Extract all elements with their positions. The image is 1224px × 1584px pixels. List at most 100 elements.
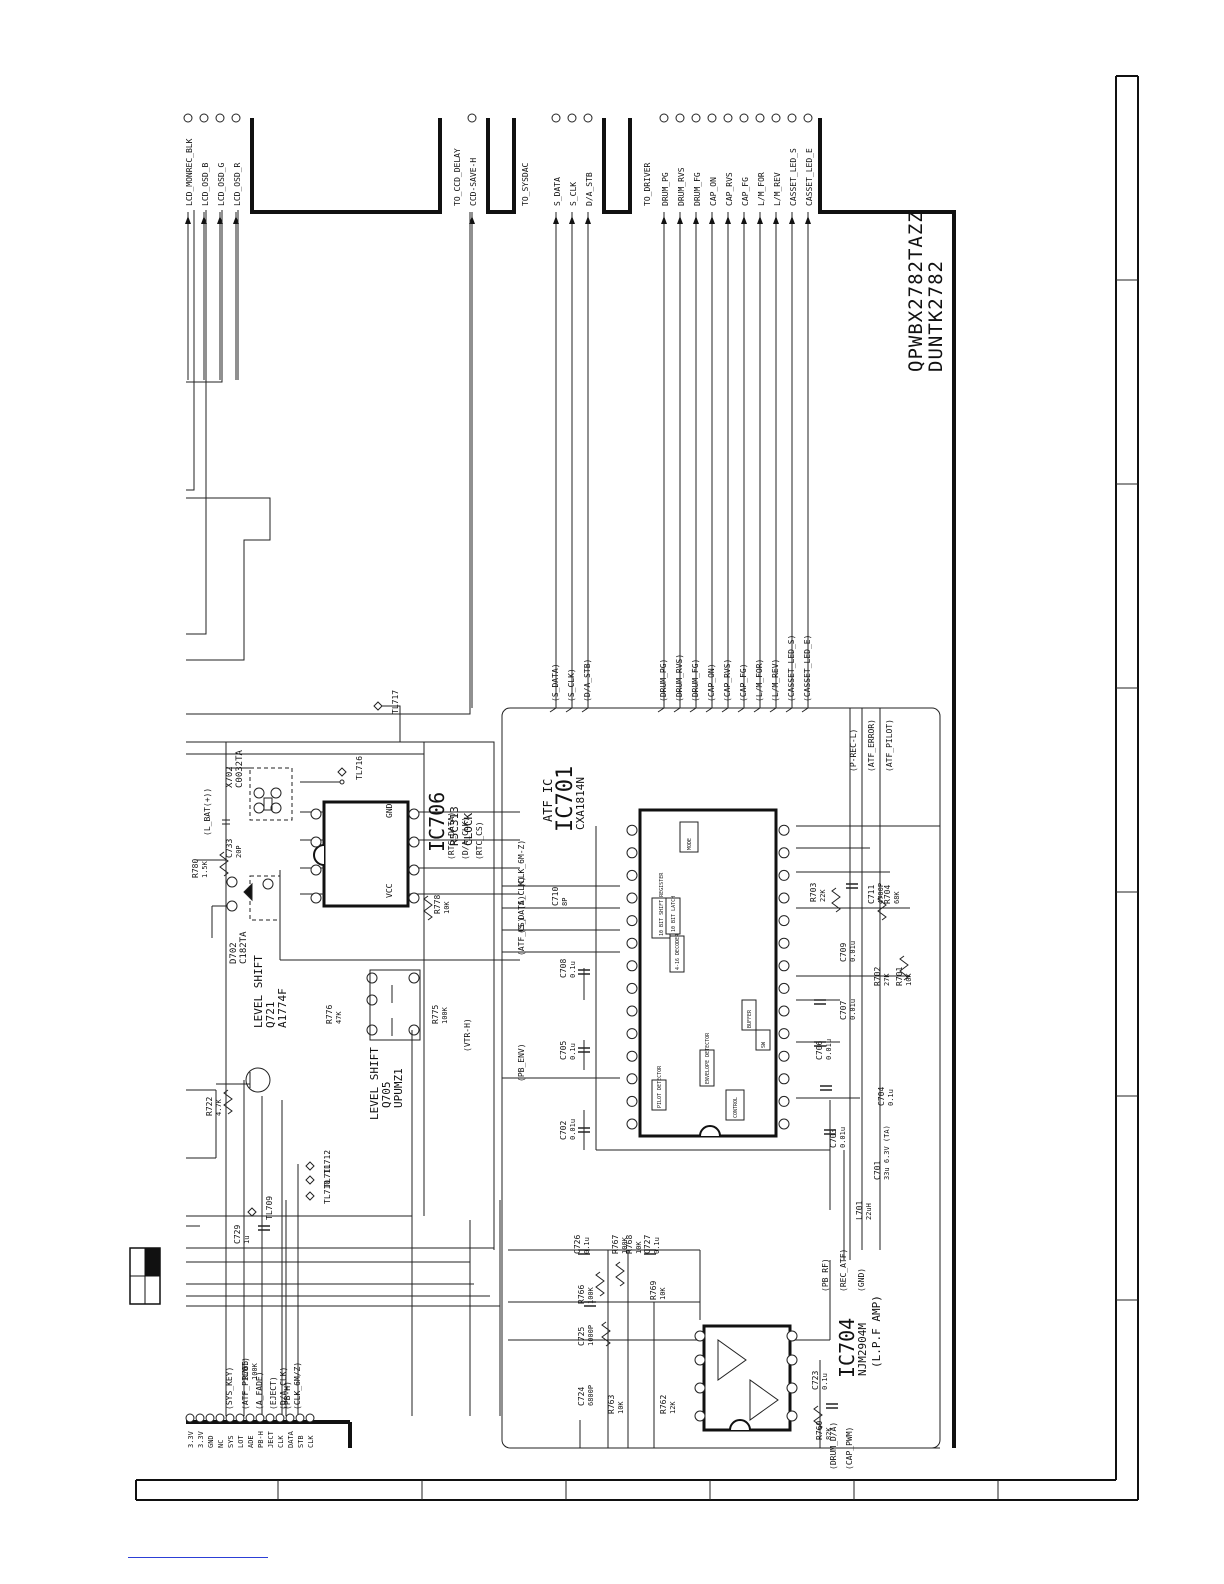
net-label: (ATF_CS) [517,917,526,956]
component-ref: R760 [815,1421,824,1440]
ic701-pin [778,847,790,859]
top-connector-label: LCD_MONREC_BLK [185,138,194,206]
component-value: 100K [621,1236,629,1254]
top-connector-label: CAP_RVS [725,172,734,206]
top-connector-label: CCD-SAVE-H [469,158,478,206]
resistor-symbol [615,1261,625,1287]
ic701-block [741,999,757,1031]
q705-part: UPUMZ1 [392,1068,405,1108]
top-connector-label: L/M_FOR [757,172,766,206]
ic706-function: CLOCK [462,813,475,846]
ic704-lpf-chip: IC704 NJM2904M (L.P.F AMP) [702,1295,883,1432]
ic706-pin [310,864,322,876]
component-ref: R704 [883,885,892,904]
test-point-label: TL716 [355,756,364,780]
net-label: (DRUM_D/A) [829,1422,838,1470]
component-value: 0.01u [569,1119,577,1140]
component-value: 10K [905,973,913,986]
test-point-marker [305,1161,315,1171]
ic704-pin [694,1410,706,1422]
ic706-clock-chip: VCC GND IC706 R5C313 CLOCK [313,792,475,908]
resistor-symbol [877,895,887,921]
ic701-pin [626,892,638,904]
ic704-function: (L.P.F AMP) [870,1295,883,1368]
top-connector-label: LCD_OSD_R [233,162,242,206]
resistor-symbol [219,851,229,877]
signal-arrow [773,216,779,224]
component-value: 47K [335,1011,343,1024]
net-label: (L_BAT(+)) [203,788,212,836]
ic706-pin [408,864,420,876]
component-ref: R769 [649,1281,658,1300]
ic704-pin [786,1330,798,1342]
component-value: 4700P [877,883,885,904]
connector-terminal [551,113,561,123]
ic704-pin [694,1354,706,1366]
drawing-frame [135,75,1139,1501]
component-ref: C723 [811,1371,820,1390]
ic701-pin [626,1118,638,1130]
component-ref: C710 [551,887,560,906]
net-label: (PB_ENV) [517,1043,526,1082]
connector-terminal [803,113,813,123]
connector-pin [305,1413,315,1423]
ic704-pin [694,1330,706,1342]
top-connector-label: L/M_REV [773,172,782,206]
signal-arrow [585,216,591,224]
component-value: 82K [825,1427,833,1440]
connector-pin [255,1413,265,1423]
component-value: 0.1u [569,961,577,978]
component-value: 0.1u [653,1237,661,1254]
connector-terminal [567,113,577,123]
ic701-pin [626,1073,638,1085]
ic706-pin [310,808,322,820]
ic704-pin [786,1354,798,1366]
signal-arrow [569,216,575,224]
connector-pin [275,1413,285,1423]
top-connector-label: DRUM_FG [693,172,702,206]
connector-terminal [467,113,477,123]
q705-ref: Q705 [380,1082,393,1109]
footer-link-underline[interactable] [128,1557,268,1558]
x702-ref: X702 [225,766,235,788]
top-connector-label: TO_DRIVER [643,162,652,206]
component-value: 100K [587,1286,595,1304]
connector-pin-label: PB-H [257,1431,265,1448]
component-ref: R701 [895,967,904,986]
component-ref: C711 [867,885,876,904]
connector-pin-label: NC [217,1440,225,1448]
test-point-marker [337,767,347,777]
component-ref: C733 [225,839,234,858]
ic701-pin [778,824,790,836]
ic701-block [755,1029,771,1051]
component-ref: C705 [559,1041,568,1060]
board-part-number: QPWBX2782TAZZ [905,210,927,372]
ic701-block [725,1089,745,1121]
ic704-pin [786,1410,798,1422]
component-ref: R778 [433,895,442,914]
resistor-symbol [601,1321,611,1347]
component-ref: C709 [839,943,848,962]
test-point-label: TL711 [323,1164,332,1188]
board-unit-number: DUNTK2782 [925,260,947,372]
ic701-pin [626,915,638,927]
d702-ref: D702 [229,942,239,964]
connector-pin-label: 3.3V [197,1430,205,1448]
q721-part: A1774F [276,988,289,1028]
net-label: (GND) [857,1268,866,1292]
q721-label: LEVEL SHIFT [252,955,265,1028]
component-ref: R763 [607,1395,616,1414]
connector-terminal [659,113,669,123]
connector-terminal [199,113,209,123]
component-value: 10K [617,1401,625,1414]
component-ref: R776 [325,1005,334,1024]
connector-pin-label: STB [297,1435,305,1448]
ic701-pin [778,960,790,972]
component-ref: R780 [191,859,200,878]
ic701-pin [626,960,638,972]
component-value: 0.1u [887,1089,895,1106]
signal-arrow [693,216,699,224]
